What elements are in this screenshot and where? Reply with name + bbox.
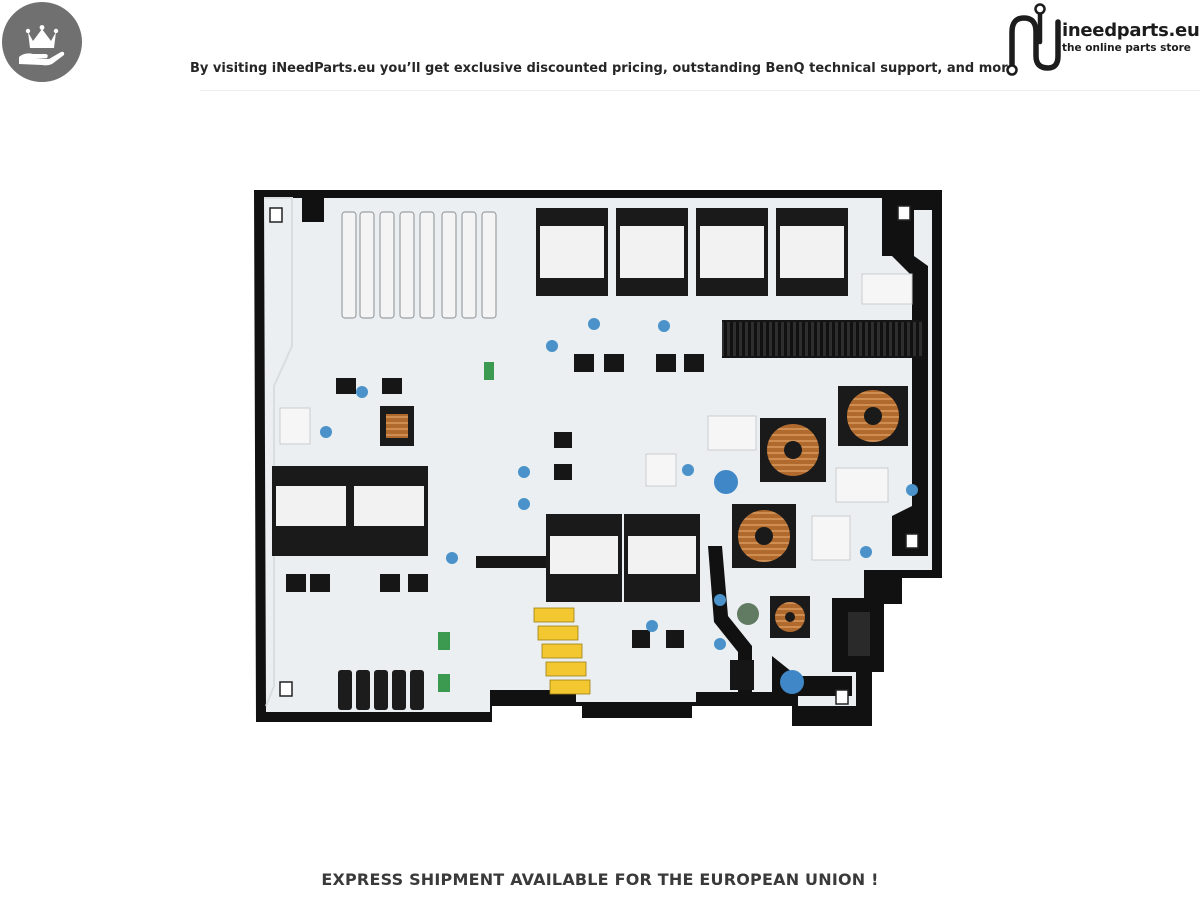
footer-shipping-notice: EXPRESS SHIPMENT AVAILABLE FOR THE EUROP… (321, 870, 879, 889)
crown-badge (2, 2, 82, 82)
product-image (254, 190, 942, 726)
header-tagline: By visiting iNeedParts.eu you’ll get exc… (190, 61, 1017, 76)
logo-name: ineedparts.eu (1062, 20, 1200, 41)
site-logo[interactable]: ineedparts.eu the online parts store (1000, 2, 1200, 78)
crown-hand-icon (19, 25, 65, 66)
header-divider (200, 90, 1200, 91)
logo-mark-icon (1006, 3, 1061, 76)
logo-subtitle: the online parts store (1062, 42, 1191, 54)
